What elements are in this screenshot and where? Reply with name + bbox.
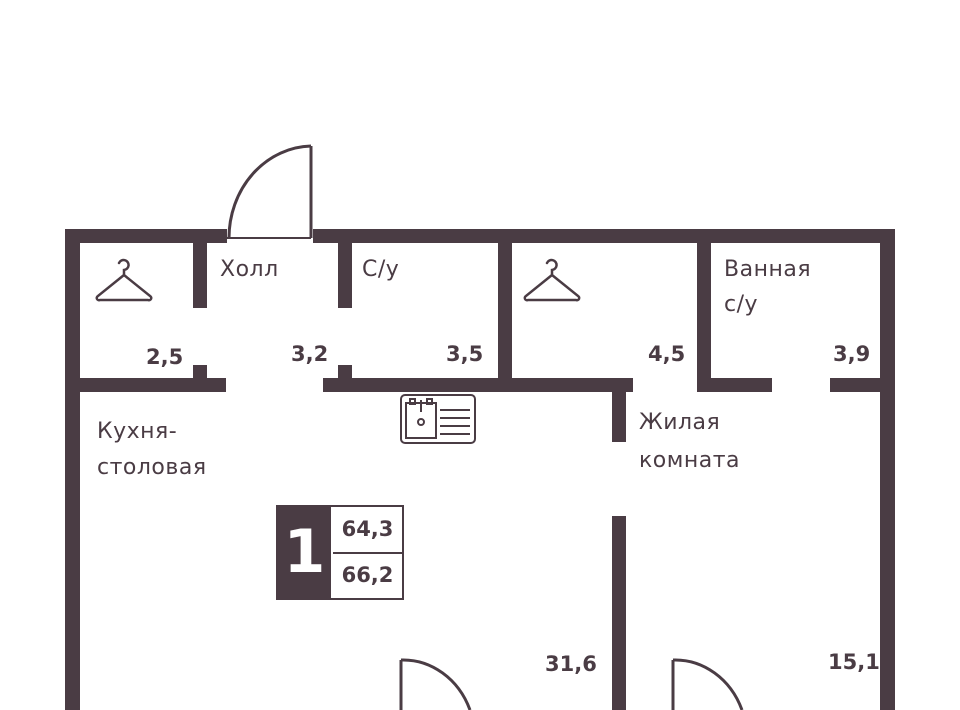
wall-stub-1 xyxy=(193,365,207,378)
kitchen-door-icon xyxy=(399,658,472,710)
room-name-kitchen-2: столовая xyxy=(97,455,207,480)
room-name-kitchen-1: Кухня- xyxy=(97,419,178,444)
wall-h3 xyxy=(697,378,772,392)
room-name-bathroom-1: Ванная xyxy=(724,257,812,282)
wall-kitchen-living-top xyxy=(612,392,626,442)
room-area-hall: 3,2 xyxy=(291,342,329,366)
living-door-icon xyxy=(671,658,744,710)
apartment-summary: 1 64,3 66,2 xyxy=(276,505,404,600)
total-area: 66,2 xyxy=(341,563,394,587)
room-area-bathroom: 3,9 xyxy=(833,342,871,366)
room-area-wardrobe-2: 4,5 xyxy=(648,342,686,366)
wall-h2 xyxy=(323,378,633,392)
room-name-wc: С/у xyxy=(362,257,400,282)
living-area: 64,3 xyxy=(333,507,402,554)
room-name-hall: Холл xyxy=(220,257,279,282)
room-area-wardrobe-1: 2,5 xyxy=(146,345,184,369)
room-area-wc: 3,5 xyxy=(446,342,484,366)
wall-hall-left xyxy=(193,243,207,308)
outer-wall-left xyxy=(65,229,80,710)
outer-wall-top-left xyxy=(65,229,227,243)
room-area-living: 15,1 xyxy=(828,650,880,674)
sink-icon xyxy=(400,394,476,444)
wall-hall-right xyxy=(338,243,352,308)
room-name-bathroom-2: с/у xyxy=(724,292,759,317)
room-name-living-2: комната xyxy=(639,448,741,473)
outer-wall-right xyxy=(880,229,895,710)
wall-bath-wardrobe xyxy=(498,243,512,378)
hanger-icon xyxy=(95,258,153,302)
wall-kitchen-living xyxy=(612,516,626,710)
wall-h4 xyxy=(830,378,880,392)
rooms-count: 1 xyxy=(278,507,331,598)
walls xyxy=(65,229,895,710)
hanger-icon xyxy=(523,258,581,302)
room-name-living-1: Жилая xyxy=(639,410,721,435)
outer-wall-top-right xyxy=(313,229,895,243)
wall-h1 xyxy=(80,378,226,392)
wall-wardrobe-bathroom xyxy=(697,243,711,378)
doors xyxy=(227,144,744,710)
room-area-kitchen: 31,6 xyxy=(545,652,597,676)
entrance-door-icon xyxy=(227,144,313,239)
wall-stub-2 xyxy=(338,365,352,378)
